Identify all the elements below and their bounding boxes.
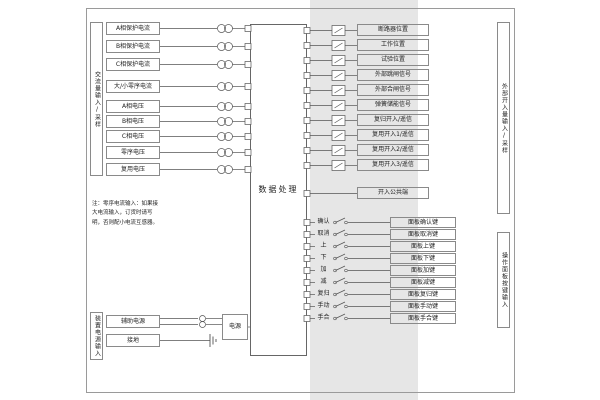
panel-key-name: 加: [320, 266, 327, 273]
ac-row-wire: [159, 24, 252, 33]
ac-current-transformer-icons: [159, 24, 252, 174]
digital-input-label: 复用开入1/遥信: [357, 129, 429, 141]
ac-row-wire: [159, 132, 252, 141]
digital-input-label: 复归开入/遥信: [357, 114, 429, 126]
ac-input-label: C相保护电流: [106, 58, 160, 71]
ac-row-wire: [159, 117, 252, 126]
ac-row-wire: [159, 82, 252, 91]
ac-row-wire: [159, 42, 252, 51]
aux-power-label: 辅助电源: [106, 315, 160, 328]
panel-key-label: 面板上键: [390, 241, 456, 252]
panel-key-label: 面板复归键: [390, 289, 456, 300]
ac-input-label: 零序电压: [106, 146, 160, 159]
panel-key-name: 确认: [317, 218, 330, 225]
ac-row-wire: [159, 60, 252, 69]
power-section-side-label: 装置电源输入: [90, 312, 103, 360]
panel-key-label: 面板手动键: [390, 301, 456, 312]
ac-row-wire: [159, 102, 252, 111]
digital-input-label: 弹簧储能信号: [357, 99, 429, 111]
ac-input-label: 大/小零序电流: [106, 80, 160, 93]
panel-keys-side-label: 操作面板按键输入: [497, 232, 510, 328]
digital-input-label: 复用开入3/遥信: [357, 159, 429, 171]
ac-input-label: A相保护电流: [106, 22, 160, 35]
digital-input-label: 工作位置: [357, 39, 429, 51]
ac-input-label: B相电压: [106, 115, 160, 128]
ac-input-label: B相保护电流: [106, 40, 160, 53]
panel-key-name: 上: [320, 242, 327, 249]
digital-input-label: 断路器位置: [357, 24, 429, 36]
ac-row-wire: [159, 148, 252, 157]
ac-row-wire: [159, 165, 252, 174]
ac-input-label: 复用电压: [106, 163, 160, 176]
panel-key-label: 面板加键: [390, 265, 456, 276]
ac-input-label: A相电压: [106, 100, 160, 113]
data-processing-box: 数据处理: [250, 24, 307, 356]
digital-inputs-side-label: 外部开入量输入/采样: [497, 22, 510, 214]
power-supply-box: 电源: [222, 314, 248, 340]
panel-key-name: 取消: [317, 230, 330, 237]
panel-key-name: 减: [320, 278, 327, 285]
note-text: 注：零序电流输入：如果接大电流输入，订货时请写明，否则配小电流互感器。: [92, 201, 159, 226]
panel-key-label: 面板手合键: [390, 313, 456, 324]
digital-input-label: 外部合闸信号: [357, 84, 429, 96]
panel-key-label: 面板取消键: [390, 229, 456, 240]
ac-input-label: C相电压: [106, 130, 160, 143]
panel-key-name: 复归: [317, 290, 330, 297]
digital-input-common-label: 开入公共端: [357, 187, 429, 199]
ground-label: 接地: [106, 334, 160, 347]
ground-icon: [209, 334, 217, 347]
panel-key-label: 面板确认键: [390, 217, 456, 228]
panel-key-label: 面板下键: [390, 253, 456, 264]
panel-key-name: 手动: [317, 302, 330, 309]
panel-key-name: 下: [320, 254, 327, 261]
panel-key-name: 手合: [317, 314, 330, 321]
digital-input-label: 试验位置: [357, 54, 429, 66]
ac-section-side-label: 交流量输入/采样: [90, 22, 103, 176]
digital-input-label: 复用开入2/遥信: [357, 144, 429, 156]
data-processing-label: 数据处理: [258, 185, 299, 194]
digital-input-label: 外部跳闸信号: [357, 69, 429, 81]
panel-key-label: 面板减键: [390, 277, 456, 288]
